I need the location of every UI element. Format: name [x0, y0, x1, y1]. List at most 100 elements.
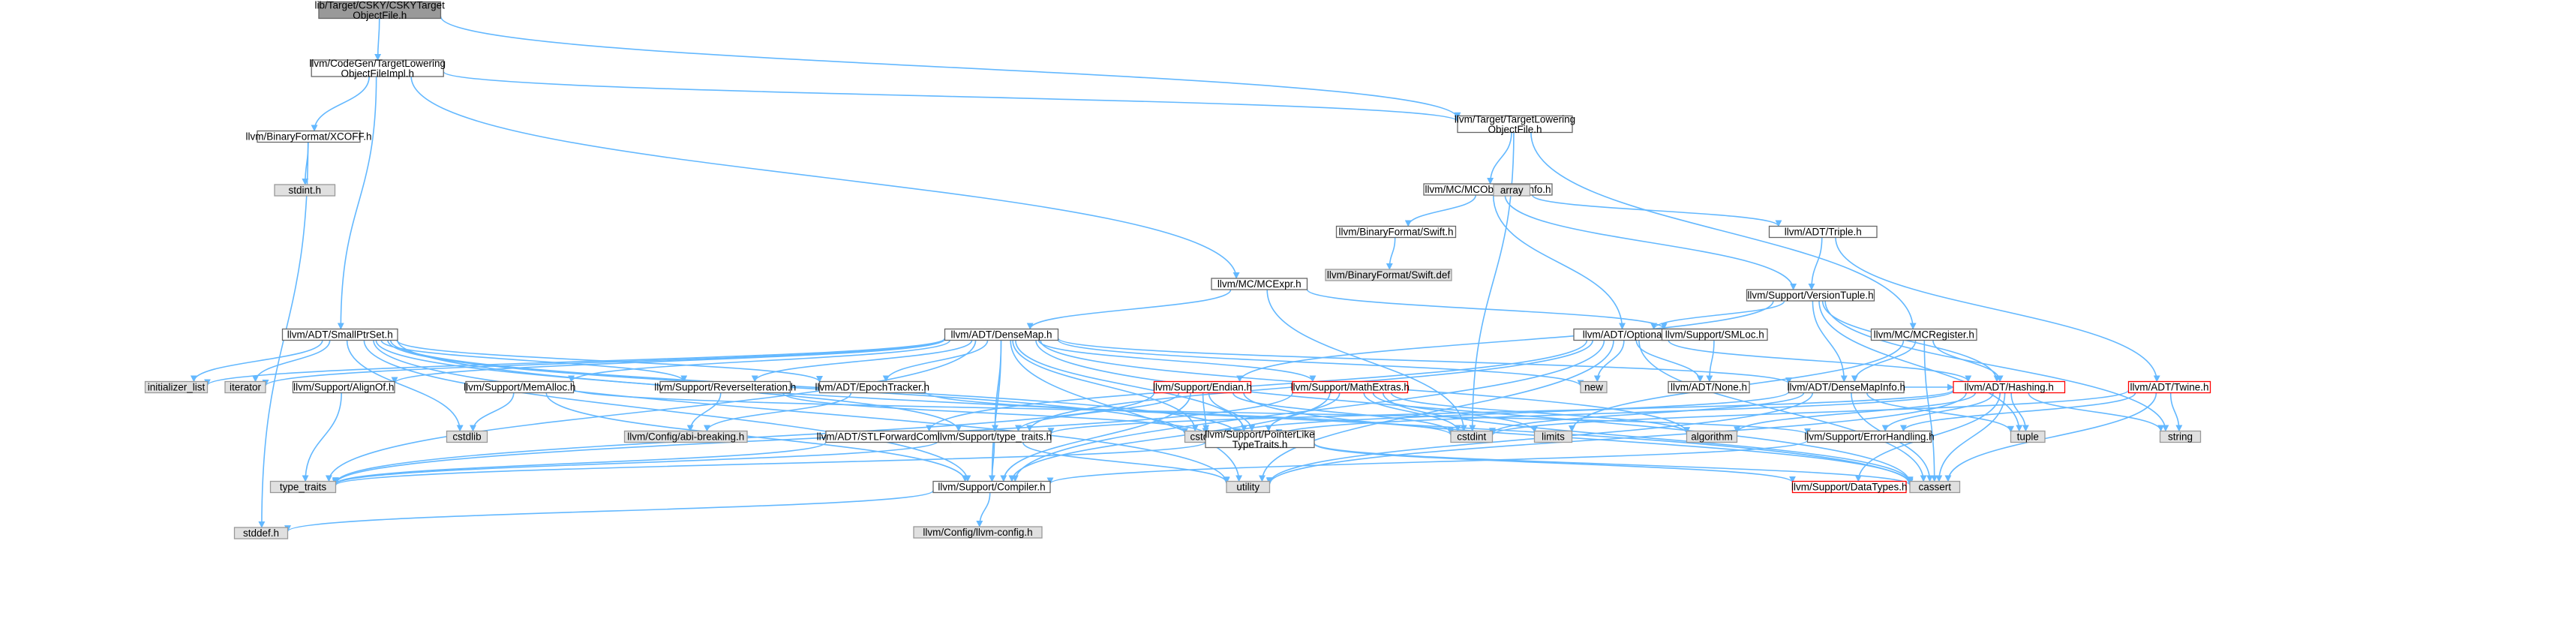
- node-cstdint: cstdint: [1450, 430, 1494, 443]
- node-algorithm: algorithm: [1686, 430, 1738, 443]
- node-label: llvm/Config/abi-breaking.h: [627, 431, 744, 443]
- node-box: [311, 59, 444, 77]
- edge-versiontuple-to-tuple: [1818, 300, 2023, 432]
- node-stlfwd[interactable]: llvm/ADT/STLForwardCompat.h: [817, 430, 960, 443]
- node-box: [1325, 269, 1452, 281]
- node-errhandling[interactable]: llvm/Support/ErrorHandling.h: [1804, 430, 1935, 443]
- node-densemap[interactable]: llvm/ADT/DenseMap.h: [944, 328, 1059, 341]
- node-label: llvm/Support/VersionTuple.h: [1747, 290, 1873, 301]
- node-box: [623, 430, 748, 443]
- node-typetraitsllvm[interactable]: llvm/Support/type_traits.h: [938, 430, 1052, 443]
- node-label: llvm/Support/type_traits.h: [938, 431, 1052, 443]
- edge-tloi-to-mcexpr: [410, 76, 1240, 279]
- node-epoch[interactable]: llvm/ADT/EpochTracker.h: [815, 380, 929, 394]
- edge-mcregister-to-hashing: [1932, 340, 2004, 383]
- node-box: [281, 328, 398, 341]
- node-mcregister[interactable]: llvm/MC/MCRegister.h: [1870, 328, 1977, 341]
- node-smallptrset[interactable]: llvm/ADT/SmallPtrSet.h: [281, 328, 398, 341]
- node-label: stddef.h: [243, 527, 279, 539]
- node-label: llvm/ADT/None.h: [1671, 382, 1747, 393]
- node-box: [1746, 289, 1875, 302]
- node-endian[interactable]: llvm/Support/Endian.h: [1153, 380, 1252, 394]
- node-tloi[interactable]: llvm/CodeGen/TargetLoweringObjectFileImp…: [309, 58, 446, 80]
- node-swifth[interactable]: llvm/BinaryFormat/Swift.h: [1335, 225, 1457, 239]
- node-swiftdef: llvm/BinaryFormat/Swift.def: [1325, 269, 1452, 281]
- node-label: llvm/Support/DataTypes.h: [1791, 482, 1908, 493]
- node-triple[interactable]: llvm/ADT/Triple.h: [1768, 225, 1878, 239]
- node-label: llvm/ADT/DenseMap.h: [950, 329, 1052, 341]
- edge-triple-to-twine: [1835, 237, 2160, 383]
- node-box: [446, 430, 488, 443]
- edge-densemapinfo-to-cstdint: [1489, 392, 1805, 435]
- edge-mcexpr-to-densemap: [1026, 289, 1232, 330]
- edge-hashing-to-cstring: [1275, 390, 1954, 437]
- node-smloc[interactable]: llvm/Support/SMLoc.h: [1661, 328, 1768, 341]
- edge-optional-to-new: [1593, 340, 1625, 383]
- node-label: llvm/BinaryFormat/Swift.def: [1327, 269, 1451, 281]
- node-twine[interactable]: llvm/ADT/Twine.h: [2127, 380, 2211, 394]
- edge-smloc-to-none: [1706, 340, 1715, 383]
- edge-smallptrset-to-utility: [373, 340, 1230, 485]
- node-stdinth: stdint.h: [274, 184, 336, 197]
- edge-densemap-to-memalloc: [568, 339, 950, 383]
- edge-hashing-to-algorithm: [1734, 392, 1977, 434]
- node-cassert: cassert: [1909, 480, 1961, 494]
- node-mathextras[interactable]: llvm/Support/MathExtras.h: [1291, 380, 1410, 394]
- edge-densemap-to-epoch: [882, 340, 989, 383]
- node-box: [1335, 225, 1457, 239]
- node-xcoff[interactable]: llvm/BinaryFormat/XCOFF.h: [245, 130, 372, 143]
- edge-mcofi-to-optional: [1492, 194, 1626, 330]
- node-label: ObjectFileImpl.h: [341, 68, 414, 79]
- edge-typetraitsllvm-to-utility: [1022, 442, 1230, 484]
- edge-twine-to-string: [2169, 392, 2183, 432]
- node-initlist: initializer_list: [144, 380, 209, 394]
- node-box: [233, 527, 289, 539]
- edge-ptrlike-to-cassert: [1314, 442, 1914, 486]
- edge-densemap-to-typetraits: [325, 340, 977, 482]
- node-memalloc[interactable]: llvm/Support/MemAlloc.h: [464, 380, 575, 394]
- node-label: llvm/ADT/EpochTracker.h: [815, 382, 929, 393]
- node-label: new: [1584, 382, 1603, 393]
- node-compiler[interactable]: llvm/Support/Compiler.h: [932, 480, 1051, 494]
- node-datatypes[interactable]: llvm/Support/DataTypes.h: [1791, 480, 1908, 494]
- node-box: [1205, 430, 1315, 449]
- node-box: [1686, 430, 1738, 443]
- node-label: llvm/CodeGen/TargetLowering: [309, 58, 446, 69]
- node-alignof[interactable]: llvm/Support/AlignOf.h: [292, 380, 395, 394]
- node-reviter[interactable]: llvm/Support/ReverseIteration.h: [654, 380, 796, 394]
- node-cstdlib: cstdlib: [446, 430, 488, 443]
- node-none[interactable]: llvm/ADT/None.h: [1668, 380, 1750, 394]
- node-densemapinfo[interactable]: llvm/ADT/DenseMapInfo.h: [1787, 380, 1905, 394]
- node-label: TypeTraits.h: [1232, 439, 1288, 450]
- node-label: llvm/Support/ReverseIteration.h: [654, 382, 796, 393]
- node-label: llvm/Support/ErrorHandling.h: [1804, 431, 1934, 443]
- edge-typetraitsllvm-to-compiler: [988, 442, 995, 482]
- edge-hashing-to-utility: [1266, 392, 1967, 485]
- node-label: llvm/BinaryFormat/XCOFF.h: [245, 131, 371, 143]
- edge-densemap-to-alignof: [391, 338, 946, 384]
- edge-ttlof-to-mcofi: [1487, 132, 1512, 185]
- edge-mcofi-to-swifth: [1404, 194, 1477, 227]
- node-new: new: [1580, 380, 1608, 394]
- edge-densemap-to-mathextras: [1037, 340, 1317, 383]
- node-optional[interactable]: llvm/ADT/Optional.h: [1573, 328, 1683, 341]
- node-box: [2159, 430, 2202, 443]
- edge-hashing-to-cassert: [1935, 392, 2006, 482]
- edge-triple-to-versiontuple: [1808, 237, 1823, 290]
- node-box: [1292, 380, 1409, 394]
- node-box: [1211, 278, 1308, 290]
- node-label: llvm/BinaryFormat/Swift.h: [1338, 227, 1453, 238]
- edge-twine-to-cstdint: [1489, 389, 2130, 436]
- node-versiontuple[interactable]: llvm/Support/VersionTuple.h: [1746, 289, 1875, 302]
- node-label: cstdlib: [452, 431, 481, 443]
- node-hashing[interactable]: llvm/ADT/Hashing.h: [1953, 380, 2066, 394]
- node-mcofi[interactable]: llvm/MC/MCObjectFileInfo.h: [1423, 183, 1553, 196]
- node-label: llvm/MC/MCObjectFileInfo.h: [1425, 184, 1551, 195]
- node-label: llvm/ADT/DenseMapInfo.h: [1787, 382, 1905, 393]
- node-mcexpr[interactable]: llvm/MC/MCExpr.h: [1211, 278, 1308, 290]
